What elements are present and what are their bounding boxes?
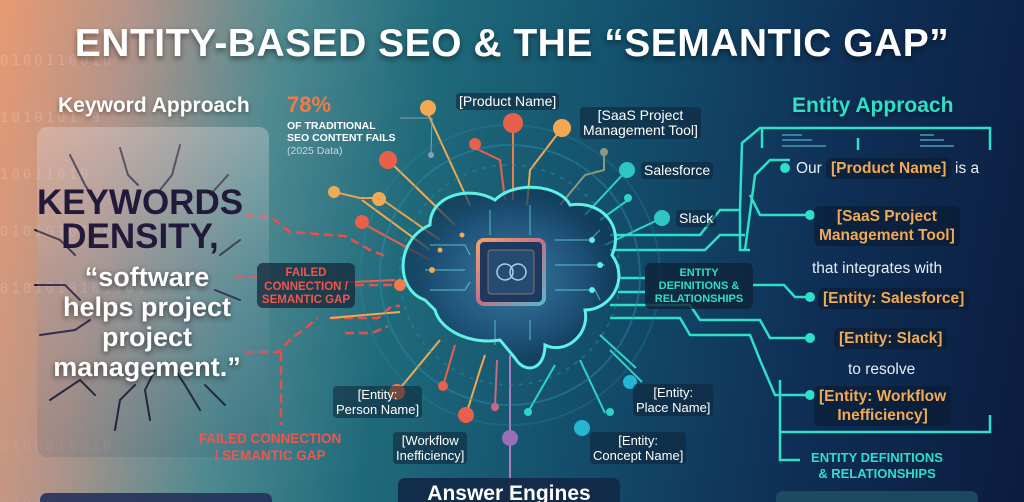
label-line: [SaaS Project: [597, 107, 684, 123]
label-line: Place Name]: [636, 400, 711, 415]
keyword-heading-line: DENSITY,: [61, 217, 219, 256]
bottom-right-panel: [776, 491, 978, 502]
sentence-to-resolve: to resolve: [848, 361, 916, 378]
tag-line: Management Tool]: [819, 227, 955, 244]
quote-line: management.”: [53, 352, 241, 382]
crack-lines-icon: [34, 144, 241, 431]
keyword-quote: “software helps project project manageme…: [12, 262, 282, 382]
tag-line: Inefficiency]: [837, 407, 928, 424]
sentence-is-a: is a: [955, 160, 980, 177]
binary-row: 0100110010: [0, 53, 115, 69]
node-label-person: [Entity: Person Name]: [333, 386, 423, 418]
failed-line: / SEMANTIC GAP: [214, 448, 326, 463]
binary-row: 01010101001: [0, 223, 220, 242]
stat-line: OF TRADITIONAL: [287, 120, 376, 132]
node-label-place: [Entity: Place Name]: [633, 384, 714, 416]
keyword-density-heading: KEYWORDS DENSITY,: [30, 183, 250, 256]
tag-line: [Entity: Workflow: [819, 388, 947, 405]
quote-line: helps project: [62, 292, 232, 322]
entity-nodes: [524, 148, 670, 436]
node-label-slack: Slack: [676, 210, 717, 227]
label-line: Concept Name]: [593, 448, 684, 463]
failed-line: SEMANTIC GAP: [261, 294, 351, 306]
code-glyphs: [782, 134, 954, 147]
bottom-left-panel: [40, 493, 272, 502]
entity-box-line: DEFINITIONS &: [658, 280, 740, 292]
sentence-our: Our: [796, 160, 822, 177]
tag-saas-tool: [SaaS Project Management Tool]: [814, 206, 960, 246]
entity-box-line: ENTITY: [679, 267, 719, 279]
tag-salesforce: [Entity: Salesforce]: [818, 288, 970, 309]
keyword-nodes: [328, 100, 571, 446]
stat-line: SEO CONTENT FAILS: [287, 132, 396, 144]
answer-engines-box: Answer Engines: [398, 478, 620, 502]
node-label-workflow: [Workflow Inefficiency]: [393, 432, 468, 464]
stat-percent: 78%: [287, 92, 332, 117]
entity-def-line: & RELATIONSHIPS: [818, 466, 936, 481]
label-line: Person Name]: [336, 402, 420, 417]
keyword-approach-heading: Keyword Approach: [58, 94, 250, 117]
page-title: ENTITY-BASED SEO & THE “SEMANTIC GAP”: [74, 22, 950, 65]
tag-slack: [Entity: Slack]: [834, 328, 948, 349]
keyword-heading-line: KEYWORDS: [36, 183, 244, 222]
brain-chip-icon: [401, 185, 621, 370]
node-label-product-name: [Product Name]: [456, 93, 560, 110]
tag-workflow: [Entity: Workflow Inefficiency]: [814, 386, 952, 426]
tag-line: [SaaS Project: [836, 208, 937, 225]
failed-line: CONNECTION /: [264, 280, 348, 293]
label-line: Management Tool]: [583, 122, 698, 138]
keyword-card: [37, 127, 269, 457]
sentence-integrates: that integrates with: [812, 260, 943, 277]
binary-background: 0100110010 1010101 9 10011010 0101010100…: [0, 14, 220, 318]
label-line: [Entity:: [653, 385, 694, 400]
binary-row: 10011010: [0, 166, 220, 185]
failed-connection-box: FAILED CONNECTION / SEMANTIC GAP: [257, 263, 355, 308]
label-line: [Entity:: [618, 433, 659, 448]
entity-approach-heading: Entity Approach: [792, 94, 954, 117]
entity-box-line: RELATIONSHIPS: [654, 293, 744, 305]
failed-connection-lines: [236, 213, 400, 425]
binary-row: 0100010010: [0, 438, 260, 457]
entity-definitions-label: ENTITY DEFINITIONS & RELATIONSHIPS: [797, 450, 957, 482]
stat-note: (2025 Data): [287, 145, 343, 157]
label-line: [Workflow: [401, 433, 459, 448]
failed-line: FAILED CONNECTION: [198, 431, 342, 446]
entity-def-line: ENTITY DEFINITIONS: [811, 450, 943, 465]
binary-row: 1010101 9: [0, 110, 103, 126]
quote-line: project: [101, 322, 193, 352]
quote-line: “software: [84, 262, 210, 292]
tag-product-name: [Product Name]: [826, 158, 952, 179]
failed-line: FAILED: [285, 267, 327, 279]
node-label-concept: [Entity: Concept Name]: [590, 432, 687, 464]
failed-connection-label: FAILED CONNECTION / SEMANTIC GAP: [190, 430, 350, 464]
node-label-saas-tool: [SaaS Project Management Tool]: [580, 107, 701, 139]
entity-circuit-nodes: [780, 163, 815, 400]
label-line: Inefficiency]: [396, 448, 465, 463]
entity-definitions-box: ENTITY DEFINITIONS & RELATIONSHIPS: [645, 263, 753, 309]
node-label-salesforce: Salesforce: [641, 162, 714, 179]
label-line: [Entity:: [357, 387, 398, 402]
stat-description: OF TRADITIONAL SEO CONTENT FAILS: [287, 120, 396, 144]
